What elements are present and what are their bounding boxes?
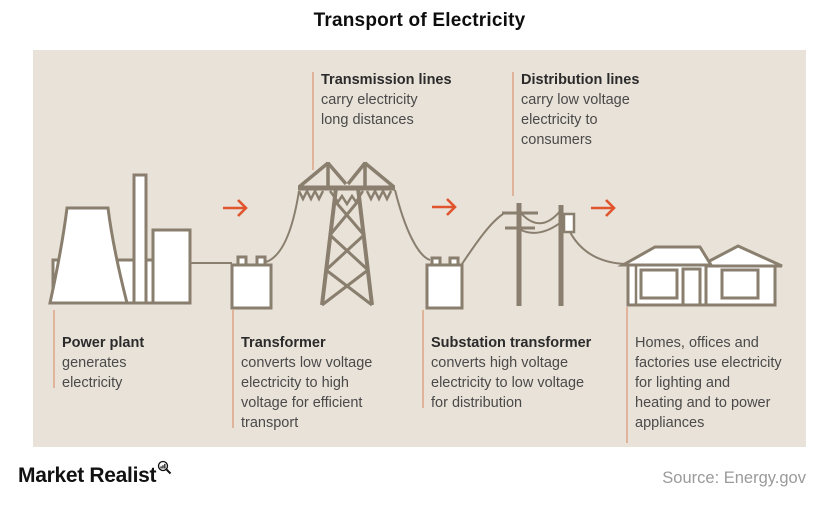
house-door <box>681 267 702 307</box>
tower-strut <box>363 161 396 189</box>
label-line: consumers <box>521 132 592 148</box>
label-line: Homes, offices and <box>635 335 759 351</box>
tower-brace <box>328 199 361 236</box>
cooling-tower <box>48 206 129 305</box>
label-line: appliances <box>635 415 705 431</box>
tower-brace <box>328 233 370 272</box>
brand-name: Market Realist <box>18 464 157 487</box>
page-title: Transport of Electricity <box>313 10 526 31</box>
tower-strut <box>297 161 330 189</box>
label-homes-offices: Homes, offices and factories use electri… <box>635 333 800 433</box>
label-line: transport <box>241 415 299 431</box>
insulator-zigzag <box>365 188 393 202</box>
tower-bracing <box>321 199 373 307</box>
label-line: electricity to low voltage <box>431 375 585 391</box>
label-substation-transformer: Substation transformer converts high vol… <box>431 333 621 413</box>
house-hip-roof <box>617 245 714 267</box>
tower-brace <box>332 199 366 236</box>
label-line: electricity <box>62 375 123 391</box>
label-line: carry electricity <box>321 92 418 108</box>
magnifier-chart-icon <box>157 457 172 480</box>
label-distribution-lines: Distribution lines carry low voltage ele… <box>521 70 681 150</box>
pole-transformer-box <box>562 212 576 234</box>
label-power-plant: Power plant generates electricity <box>62 333 222 393</box>
label-line: converts low voltage <box>241 355 373 371</box>
tower-leg <box>320 187 338 306</box>
label-transformer: Transformer converts low voltage electri… <box>241 333 416 433</box>
wire-pole-to-pole <box>518 209 562 225</box>
flow-arrow-icon <box>591 199 616 217</box>
diagram-panel: Transmission lines carry electricity lon… <box>33 50 806 447</box>
tower-strut <box>326 161 348 186</box>
power-plant-icon <box>48 173 192 305</box>
plant-building <box>151 228 192 305</box>
wire-tower-to-substation <box>394 189 431 261</box>
flow-arrow-icon <box>432 198 457 216</box>
tower-leg <box>356 187 374 306</box>
label-title: Substation transformer <box>431 335 592 351</box>
tower-strut <box>346 161 367 186</box>
tower-insulators <box>297 188 393 207</box>
house-icon <box>617 244 783 307</box>
label-line: electricity to <box>521 112 598 128</box>
label-line: heating and to power <box>635 395 771 411</box>
transmission-tower-icon <box>297 161 396 307</box>
brand-logo: Market Realist <box>18 460 172 488</box>
label-line: factories use electricity <box>635 355 782 371</box>
power-wires <box>190 189 626 265</box>
label-line: long distances <box>321 112 414 128</box>
wire-pole-to-pole-2 <box>518 219 565 234</box>
house-gable-roof <box>699 244 783 268</box>
label-transmission-lines: Transmission lines carry electricity lon… <box>321 70 481 130</box>
flow-arrow-icon <box>223 199 248 217</box>
wire-transformer-to-tower <box>265 190 300 263</box>
connector-lines <box>53 72 628 443</box>
label-line: for lighting and <box>635 375 731 391</box>
wire-pole-to-house <box>569 231 626 265</box>
label-line: generates <box>62 355 127 371</box>
insulator-zigzag <box>297 188 325 202</box>
house-window <box>639 268 679 300</box>
label-title: Power plant <box>62 335 145 351</box>
wire-substation-to-pole <box>461 213 504 265</box>
chimney <box>132 173 148 305</box>
label-line: for distribution <box>431 395 523 411</box>
flow-arrows <box>223 198 616 217</box>
electricity-diagram <box>48 72 783 443</box>
label-title: Transformer <box>241 335 326 351</box>
source-attribution: Source: Energy.gov <box>662 469 806 487</box>
label-line: converts high voltage <box>431 355 569 371</box>
transformer-body <box>230 263 273 310</box>
tower-lattice <box>320 187 374 306</box>
tower-brace <box>325 268 373 307</box>
utility-poles-icon <box>502 203 576 306</box>
label-title: Distribution lines <box>521 72 640 88</box>
substation-transformer-icon <box>425 256 464 310</box>
tower-brace <box>321 268 369 307</box>
label-line: electricity to high <box>241 375 349 391</box>
label-line: voltage for efficient <box>241 395 363 411</box>
label-line: carry low voltage <box>521 92 630 108</box>
transformer-icon <box>230 255 273 310</box>
label-title: Transmission lines <box>321 72 452 88</box>
substation-body <box>425 263 464 310</box>
house-window <box>720 268 760 300</box>
tower-brace <box>324 233 366 272</box>
